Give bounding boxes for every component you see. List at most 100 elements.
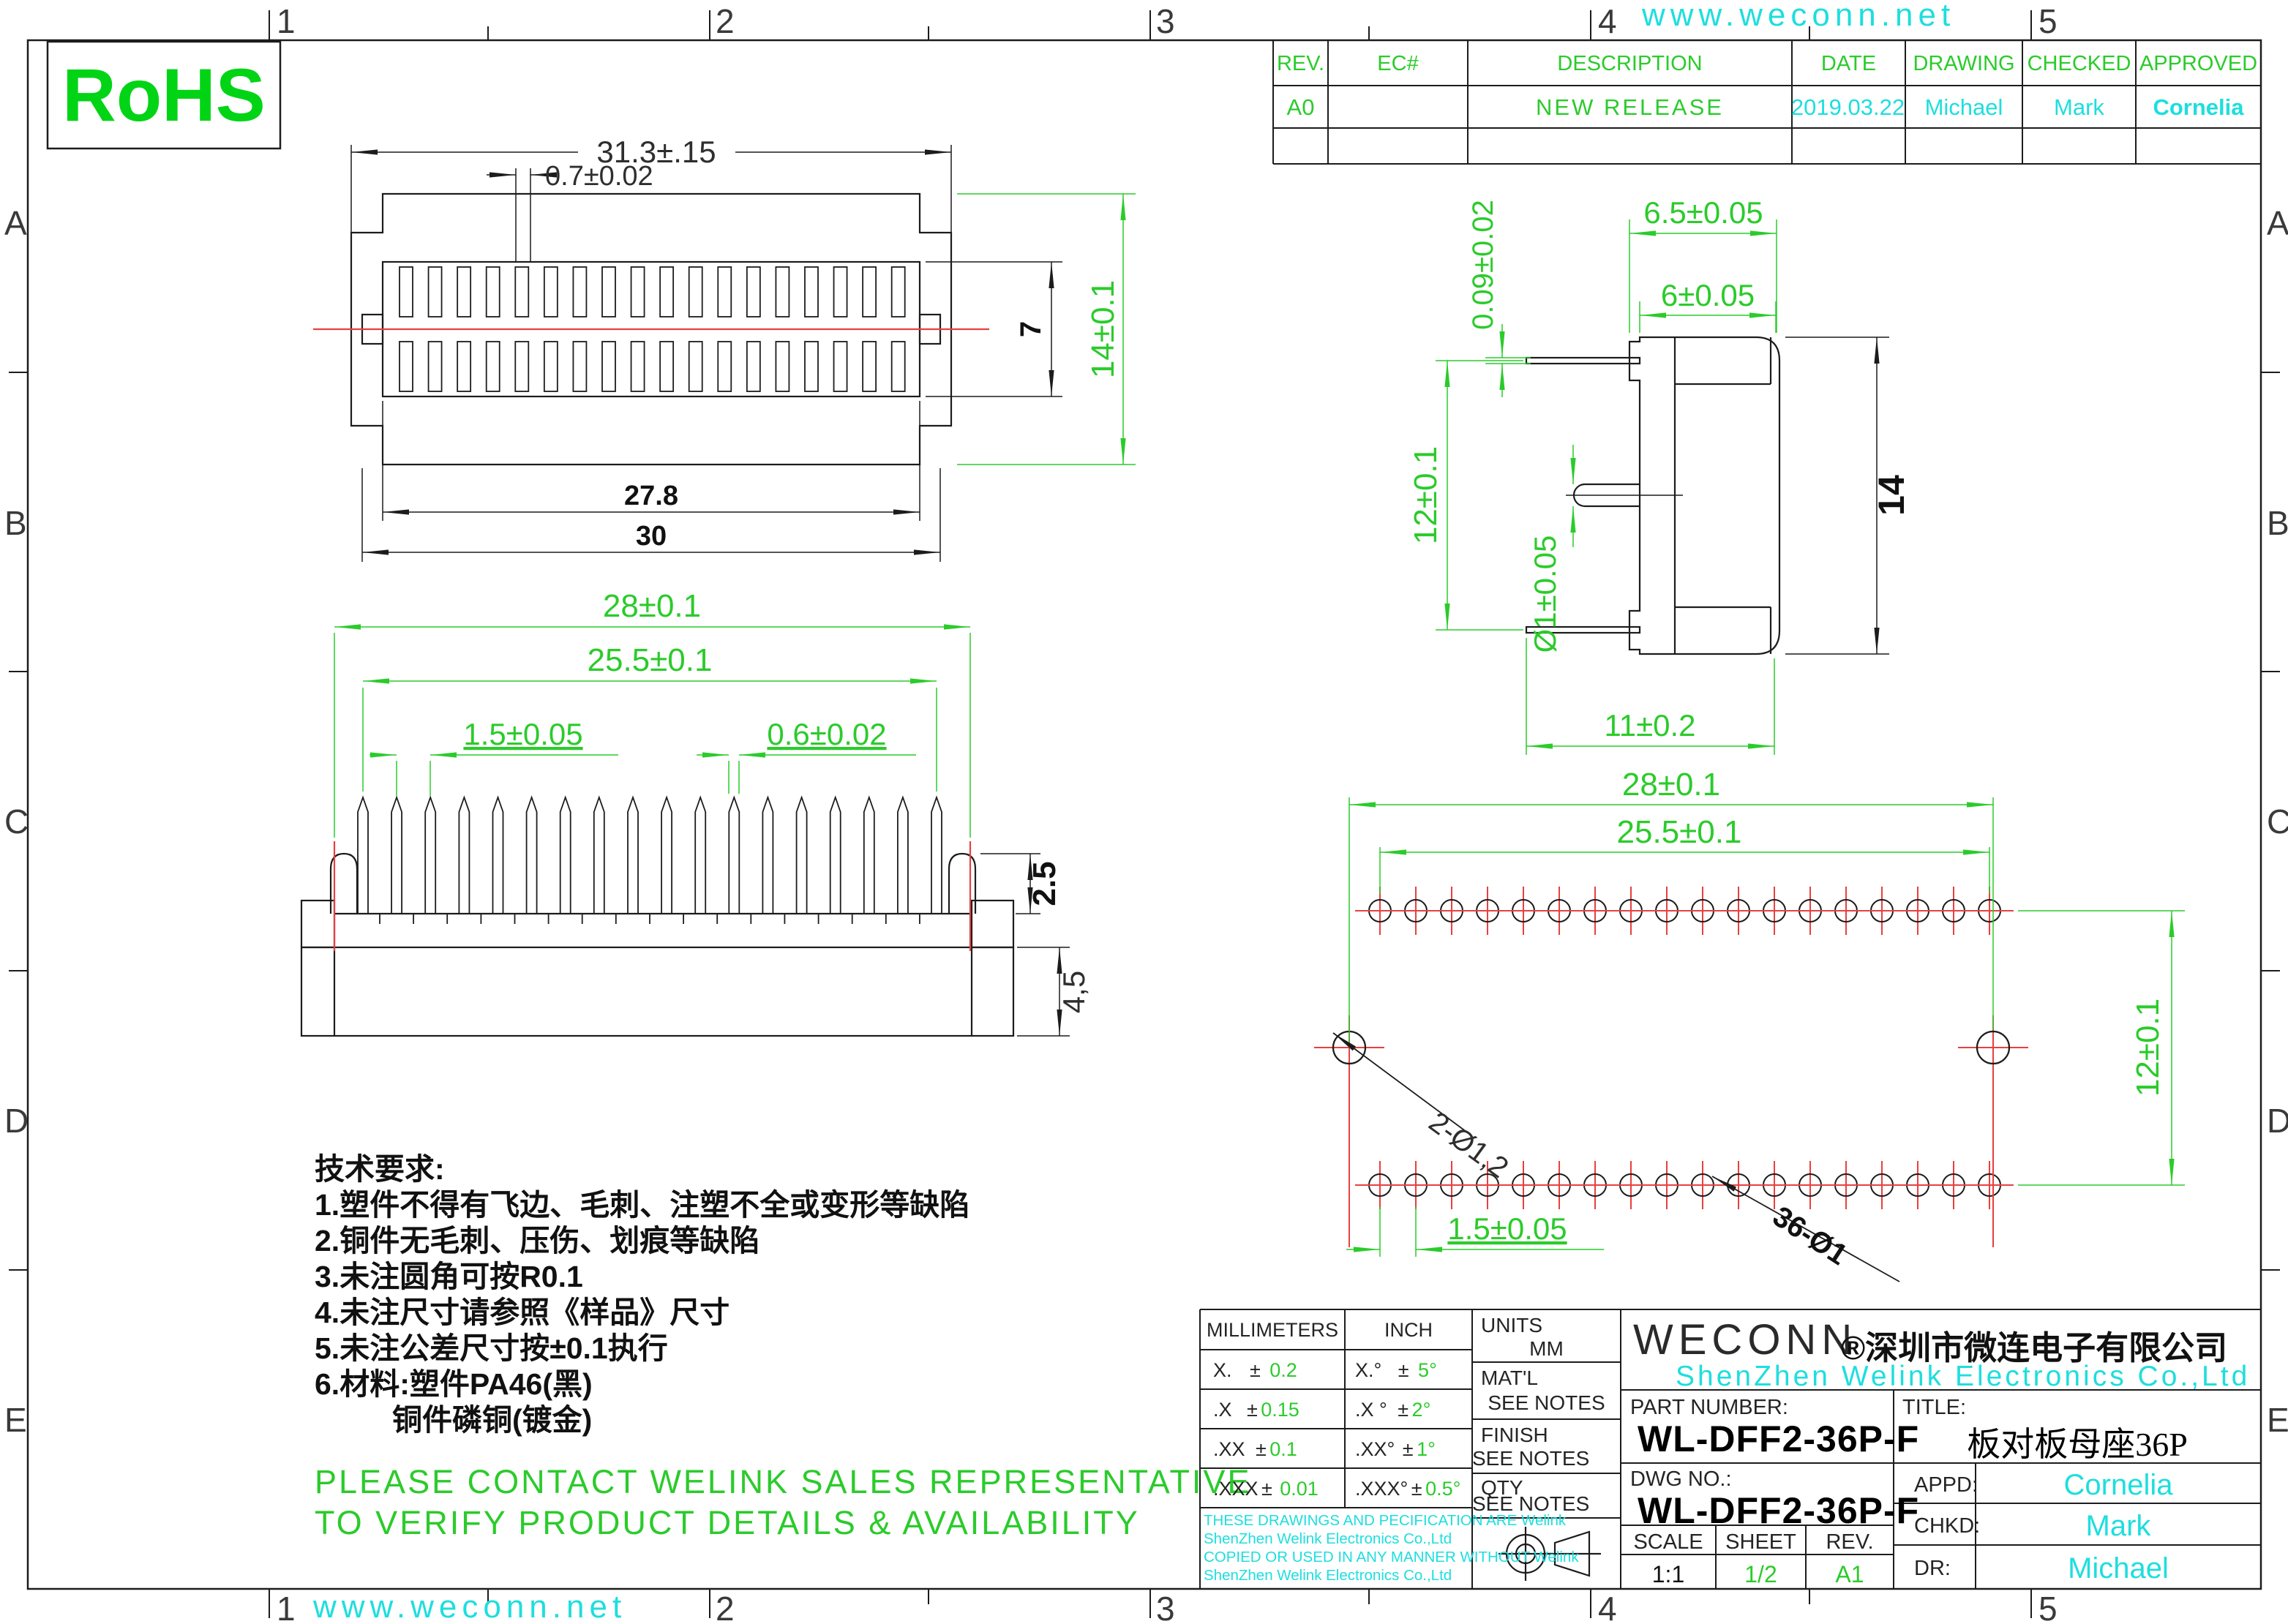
rev-cell-checked: Mark: [2054, 94, 2104, 120]
revision-table-grid: [1272, 40, 2261, 165]
tol-value: 5°: [1418, 1359, 1437, 1381]
tol-label: .X: [1213, 1399, 1232, 1421]
company-brand: WECONN: [1633, 1316, 1858, 1364]
tol-row-2-mm: .X ± 0.15: [1213, 1399, 1299, 1421]
dim-side-pin-offset: 0.09±0.02: [1467, 200, 1499, 330]
rohs-box: [46, 40, 282, 150]
chkd-value: Mark: [2085, 1510, 2151, 1542]
rev-header-ec: EC#: [1377, 52, 1419, 75]
border-row-b-left: B: [4, 504, 27, 542]
notes-line-6: 6.材料:塑件PA46(黑): [315, 1367, 593, 1401]
border-col-5-top: 5: [2038, 2, 2058, 40]
border-row-e-right: E: [2267, 1401, 2288, 1439]
notes-title: 技术要求:: [315, 1152, 445, 1186]
disclaimer-line: COPIED OR USED IN ANY MANNER WITHOUT Wel…: [1204, 1549, 1579, 1565]
tol-label: X.: [1213, 1359, 1232, 1381]
tol-label: .X °: [1355, 1399, 1387, 1421]
side-view: 0.09±0.02 6.5±0.05 6±0.05 12±0.1 Ø1±0.05…: [1408, 195, 1912, 755]
dim-front-pin-span: 25.5±0.1: [588, 642, 713, 678]
tol-label: .XXX°: [1355, 1478, 1409, 1500]
tol-header-mm: MILLIMETERS: [1206, 1319, 1339, 1341]
border-row-c-left: C: [4, 802, 29, 841]
projection-symbol-icon: [1499, 1527, 1601, 1581]
matl-value: SEE NOTES: [1488, 1391, 1605, 1414]
dim-front-pin-height: 2.5: [1027, 861, 1062, 906]
dim-side-body-width: 11±0.2: [1604, 708, 1695, 743]
dim-front-pin-width: 0.6±0.02: [767, 717, 886, 751]
tol-header-inch: INCH: [1384, 1319, 1433, 1341]
tol-pm: ±: [1402, 1438, 1414, 1460]
qty-label: QTY: [1481, 1476, 1523, 1499]
tol-pm: ±: [1246, 1399, 1258, 1421]
rev-cell-rev: A0: [1286, 94, 1315, 120]
tol-row-1-mm: X. ± 0.2: [1213, 1359, 1297, 1382]
title-value: 板对板母座36P: [1967, 1426, 2188, 1463]
border-col-5-bottom: 5: [2038, 1590, 2058, 1624]
tol-label: .XX: [1213, 1438, 1245, 1460]
scale-value: 1:1: [1651, 1561, 1685, 1587]
rohs-logo: RoHS: [62, 53, 266, 137]
dim-pcb-mount-span: 28±0.1: [1622, 767, 1720, 802]
border-col-4-top: 4: [1598, 2, 1617, 40]
border-col-3-bottom: 3: [1156, 1590, 1175, 1624]
notes-line-2: 2.铜件无毛刺、压伤、划痕等缺陷: [315, 1224, 760, 1258]
dim-front-base-height: 4,5: [1057, 971, 1091, 1013]
label-pcb-pin-holes: 36-Ø1: [1767, 1200, 1853, 1271]
rev-cell-approved: Cornelia: [2153, 94, 2244, 120]
technical-notes: 技术要求: 1.塑件不得有飞边、毛刺、注塑不全或变形等缺陷 2.铜件无毛刺、压伤…: [315, 1151, 969, 1438]
rev-cell-drawing: Michael: [1924, 94, 2003, 120]
tol-value: 0.01: [1280, 1478, 1319, 1500]
tol-pm: ±: [1398, 1359, 1409, 1381]
border-row-d-right: D: [2267, 1102, 2288, 1140]
dwg-no-label: DWG NO.:: [1630, 1467, 1732, 1491]
tol-value: 2°: [1411, 1399, 1431, 1421]
tol-pm: ±: [1261, 1478, 1272, 1500]
border-col-3-top: 3: [1156, 2, 1175, 40]
scale-label: SCALE: [1633, 1530, 1703, 1554]
dim-side-contact-dia: Ø1±0.05: [1528, 535, 1562, 653]
notes-line-7: 铜件磷铜(镀金): [392, 1403, 593, 1437]
appd-label: APPD:: [1914, 1473, 1978, 1497]
finish-value: SEE NOTES: [1472, 1447, 1590, 1470]
dim-top-slot-width: 0.7±0.02: [545, 161, 653, 192]
tol-row-4-inch: .XXX° ± 0.5°: [1355, 1478, 1460, 1500]
border-col-1-bottom: 1: [277, 1590, 296, 1624]
border-col-2-bottom: 2: [716, 1590, 735, 1624]
tol-pm: ±: [1411, 1478, 1422, 1500]
tol-value: 0.1: [1269, 1438, 1297, 1460]
pcb-view: 28±0.1 25.5±0.1 12±0.1 1.5±0.05 2-Ø1,2 3…: [1314, 767, 2185, 1282]
tol-value: 0.2: [1269, 1359, 1297, 1381]
dim-pcb-row-span: 12±0.1: [2130, 999, 2166, 1097]
tol-pm: ±: [1249, 1359, 1261, 1381]
contact-note-line2: TO VERIFY PRODUCT DETAILS & AVAILABILITY: [315, 1504, 1140, 1541]
tol-value: 1°: [1417, 1438, 1436, 1460]
website-link-top[interactable]: www.weconn.net: [1642, 0, 1956, 33]
tol-row-4-mm: .XXX ± 0.01: [1213, 1478, 1319, 1500]
website-link-bottom[interactable]: www.weconn.net: [313, 1589, 627, 1624]
dim-top-overall-width: 31.3±.15: [596, 135, 716, 169]
disclaimer-line: ShenZhen Welink Electronics Co.,Ltd: [1204, 1567, 1452, 1584]
disclaimer-text: THESE DRAWINGS AND PECIFICATION ARE Weli…: [1204, 1511, 1579, 1584]
notes-line-1: 1.塑件不得有飞边、毛刺、注塑不全或变形等缺陷: [315, 1188, 970, 1222]
finish-label: FINISH: [1481, 1424, 1548, 1446]
matl-label: MAT'L: [1481, 1367, 1538, 1389]
border-row-b-right: B: [2267, 504, 2288, 542]
part-number-label: PART NUMBER:: [1630, 1396, 1788, 1419]
dim-pcb-pin-span: 25.5±0.1: [1617, 814, 1742, 850]
notes-line-3: 3.未注圆角可按R0.1: [315, 1260, 583, 1293]
dim-top-height: 14±0.1: [1085, 280, 1121, 378]
rev-header-drawing: DRAWING: [1913, 52, 2015, 75]
rev-cell-date: 2019.03.22: [1790, 94, 1905, 120]
sheet-label: SHEET: [1725, 1530, 1796, 1554]
disclaimer-line: ShenZhen Welink Electronics Co.,Ltd: [1204, 1530, 1452, 1547]
dr-value: Michael: [2068, 1552, 2169, 1584]
rev-header-date: DATE: [1820, 52, 1877, 75]
dim-side-inner-width: 6±0.05: [1661, 278, 1755, 312]
disclaimer-line: THESE DRAWINGS AND PECIFICATION ARE Weli…: [1204, 1512, 1567, 1529]
title-block-grid: [1199, 1309, 2261, 1589]
tol-label: .XX°: [1355, 1438, 1395, 1460]
company-name-en: ShenZhen Welink Electronics Co.,Ltd: [1676, 1361, 2251, 1392]
border-col-2-top: 2: [716, 2, 735, 40]
dim-top-slot-field: 7: [1015, 321, 1047, 337]
